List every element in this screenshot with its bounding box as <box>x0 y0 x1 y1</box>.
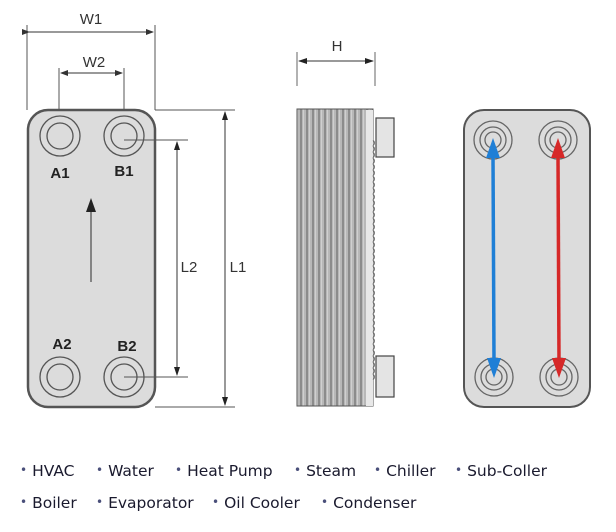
application-item: •Heat Pump <box>175 462 273 480</box>
bullet-icon: • <box>96 495 104 509</box>
bullet-icon: • <box>321 495 329 509</box>
port-a2-label: A2 <box>52 336 71 353</box>
port-a1-label: A1 <box>50 165 69 182</box>
scalloped-edge <box>372 139 375 381</box>
application-item: •Condenser <box>321 494 417 512</box>
blue-flow-arrow-icon <box>486 138 501 378</box>
application-item: •Chiller <box>374 462 436 480</box>
bullet-icon: • <box>455 463 463 477</box>
flow-view <box>463 109 591 408</box>
bullet-icon: • <box>212 495 220 509</box>
l1-dimension: L1 <box>155 109 247 408</box>
bullet-icon: • <box>175 463 183 477</box>
application-item: •Evaporator <box>96 494 194 512</box>
bullet-icon: • <box>374 463 382 477</box>
application-item: •Steam <box>294 462 357 480</box>
red-flow-arrow-icon <box>551 138 566 378</box>
port-a1 <box>39 115 81 157</box>
h-dimension: H <box>296 38 376 86</box>
port-b1-label: B1 <box>114 163 133 180</box>
h-label: H <box>332 38 343 55</box>
port-b1 <box>103 115 145 157</box>
side-connector-bottom <box>375 355 395 398</box>
application-item: •HVAC <box>20 462 75 480</box>
port-b2-label: B2 <box>117 338 136 355</box>
front-view: W1 W2 A1 B1 A2 B <box>22 11 247 409</box>
flow-up-arrow-icon <box>86 198 96 282</box>
w1-dimension: W1 <box>22 11 156 110</box>
bullet-icon: • <box>20 463 28 477</box>
heat-exchanger-diagram: W1 W2 A1 B1 A2 B <box>22 11 591 409</box>
w1-label: W1 <box>80 11 103 28</box>
application-item: •Boiler <box>20 494 77 512</box>
application-item: •Water <box>96 462 154 480</box>
side-body <box>296 108 374 407</box>
l1-label: L1 <box>230 259 247 276</box>
bullet-icon: • <box>96 463 104 477</box>
l2-dimension: L2 <box>124 139 198 378</box>
side-view: H <box>296 38 395 407</box>
application-item: •Sub-Coller <box>455 462 547 480</box>
bullet-icon: • <box>20 495 28 509</box>
bullet-icon: • <box>294 463 302 477</box>
l2-label: L2 <box>181 259 198 276</box>
application-item: •Oil Cooler <box>212 494 300 512</box>
w2-label: W2 <box>83 54 106 71</box>
side-connector-top <box>375 117 395 158</box>
port-a2 <box>39 356 81 398</box>
